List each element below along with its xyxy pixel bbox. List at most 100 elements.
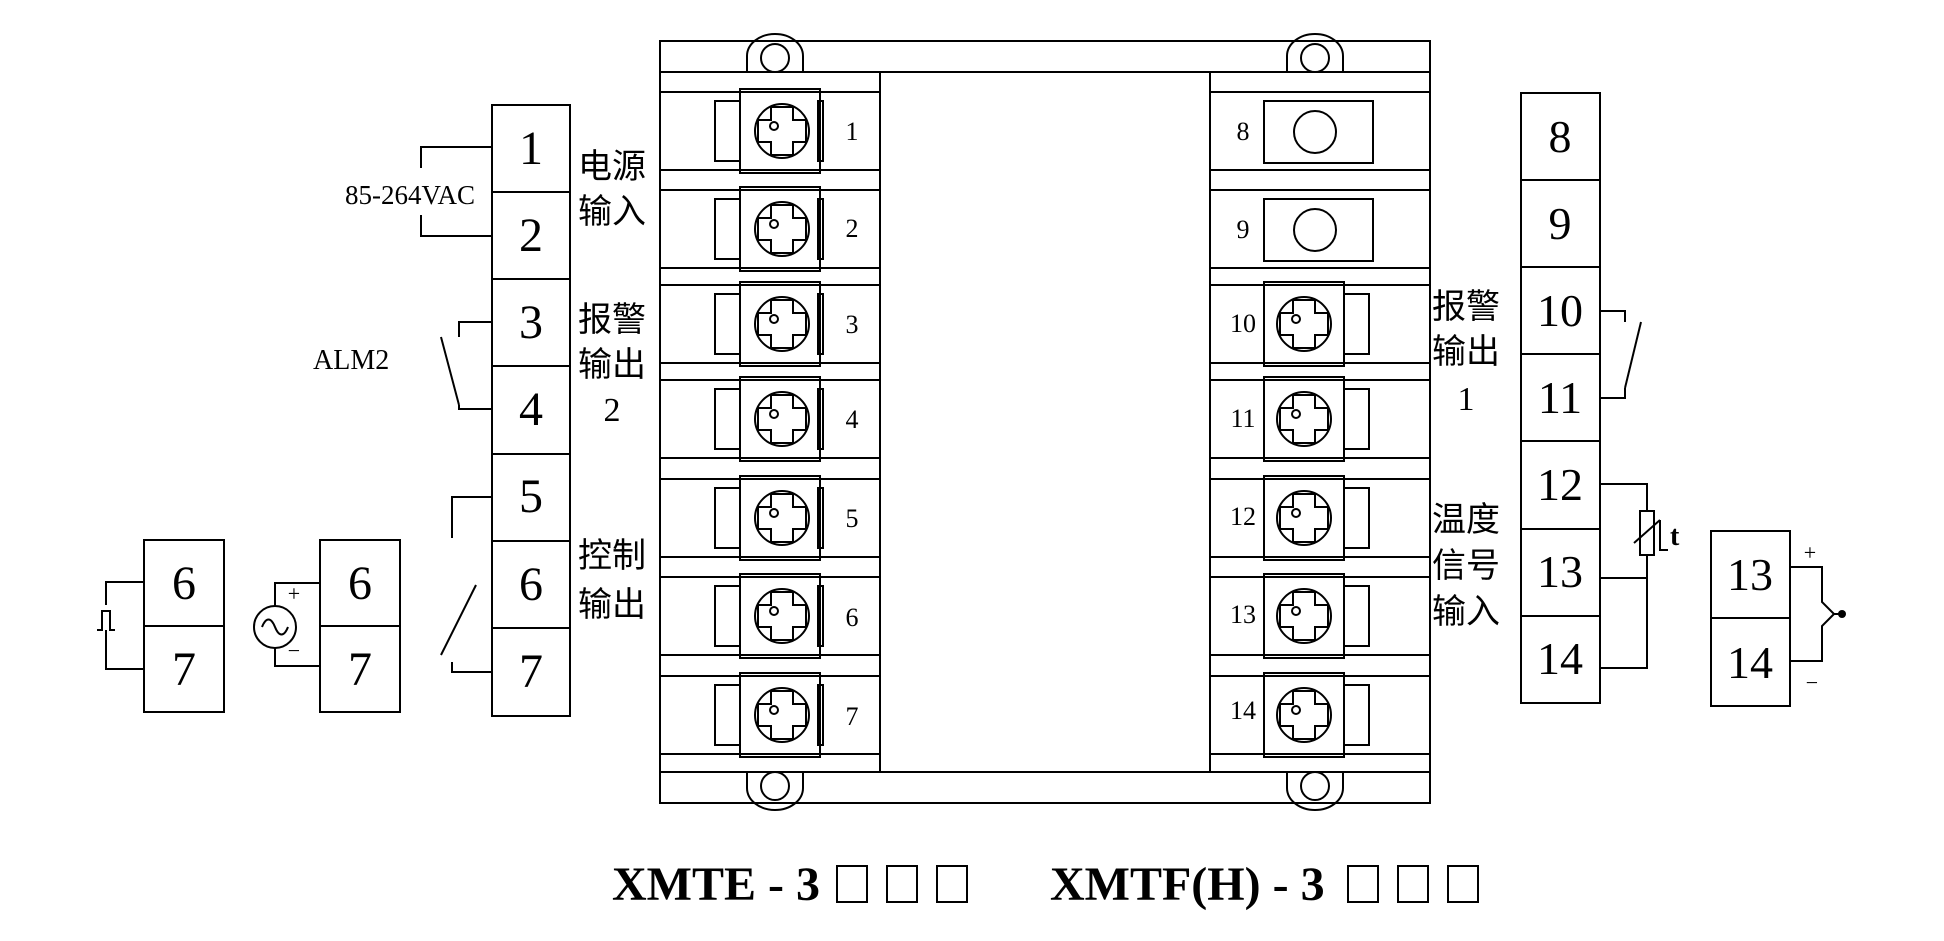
option-box [886, 865, 918, 903]
alarm1-output-line3: 1 [1458, 381, 1475, 418]
device-number-13: 13 [1230, 600, 1256, 629]
rtd-symbol: t [1670, 521, 1680, 552]
alarm2-switch-icon [440, 321, 492, 410]
thermocouple-plus-sign: + [1804, 540, 1816, 565]
screw-terminal [659, 475, 881, 561]
right-terminal-numbers: 8 9 10 11 12 13 14 [1537, 111, 1583, 684]
current-output-block [274, 539, 401, 713]
device-number-7: 7 [846, 702, 859, 731]
current-source-icon [253, 605, 297, 649]
temp-input-line3: 输入 [1432, 593, 1500, 631]
device-number-3: 3 [846, 310, 859, 339]
screw-head-icon [754, 490, 810, 546]
left-screw-terminals [659, 88, 881, 758]
screw-head-icon [1276, 391, 1332, 447]
control-output-line2: 输出 [578, 586, 646, 624]
thermocouple-block [1710, 530, 1842, 707]
power-input-line2: 输入 [578, 193, 646, 231]
current-terminal-6: 6 [348, 557, 372, 610]
right-terminal-12: 12 [1537, 459, 1583, 510]
alarm2-label: ALM2 [313, 345, 389, 376]
screw-head-icon [754, 588, 810, 644]
device-number-12: 12 [1230, 502, 1256, 531]
device-number-11: 11 [1230, 404, 1255, 433]
ssr-terminal-6: 6 [172, 557, 196, 610]
screw-head-icon [1276, 296, 1332, 352]
model-1-option-boxes [836, 865, 968, 903]
option-box [1447, 865, 1479, 903]
device-left-numbers: 1 2 3 4 5 6 7 [846, 117, 859, 731]
device-number-1: 1 [846, 117, 859, 146]
control-switch-icon [440, 496, 492, 673]
screw-terminal [1209, 672, 1431, 758]
left-terminal-3: 3 [519, 296, 543, 349]
screw-terminal [659, 186, 881, 272]
left-terminal-1: 1 [519, 122, 543, 175]
model-2-label: XMTF(H) - 3 [1050, 858, 1325, 911]
option-box [1397, 865, 1429, 903]
screw-terminal [659, 376, 881, 462]
screw-head-icon [754, 687, 810, 743]
device-number-8: 8 [1237, 117, 1250, 146]
ssr-output-block [105, 539, 225, 713]
left-terminal-strip [491, 104, 571, 717]
current-terminal-7: 7 [348, 643, 372, 696]
screw-terminal [1209, 475, 1431, 561]
ssr-terminal-7: 7 [172, 643, 196, 696]
left-terminal-4: 4 [519, 383, 543, 436]
alarm2-output-line3: 2 [604, 392, 621, 429]
left-terminal-7: 7 [519, 645, 543, 698]
option-box [836, 865, 868, 903]
screw-terminal [1209, 376, 1431, 462]
temp-input-line1: 温度 [1432, 501, 1500, 539]
thermocouple-terminal-14: 14 [1727, 637, 1773, 688]
left-terminal-5: 5 [519, 470, 543, 523]
screw-terminal [659, 88, 881, 174]
screw-head-icon [1276, 588, 1332, 644]
left-group-labels: 电源 输入 报警 输出 2 控制 输出 [578, 148, 646, 624]
screw-terminal [659, 573, 881, 659]
thermocouple-junction-icon [1838, 610, 1846, 618]
right-terminal-14: 14 [1537, 633, 1583, 684]
mounting-tab-icon [746, 33, 804, 72]
power-input-line1: 电源 [578, 148, 646, 186]
screw-head-icon [754, 201, 810, 257]
alarm1-switch-icon [1600, 310, 1642, 399]
screw-head-icon [754, 103, 810, 159]
right-terminal-8: 8 [1549, 111, 1572, 162]
device-number-2: 2 [846, 214, 859, 243]
model-1-label: XMTE - 3 [612, 858, 820, 911]
screw-terminal [1209, 573, 1431, 659]
thermocouple-terminal-numbers: 13 14 [1727, 549, 1773, 688]
current-terminal-numbers: 6 7 [348, 557, 372, 696]
device-number-10: 10 [1230, 309, 1256, 338]
screw-head-icon [1276, 490, 1332, 546]
alarm2-output-line2: 输出 [578, 346, 646, 384]
left-terminal-2: 2 [519, 209, 543, 262]
thermocouple-minus-sign: − [1806, 670, 1818, 695]
mounting-tab-icon [1286, 33, 1344, 72]
screw-head-icon [754, 296, 810, 352]
device-number-4: 4 [846, 405, 859, 434]
right-terminal-11: 11 [1538, 372, 1582, 423]
device-number-6: 6 [846, 603, 859, 632]
ssr-terminal-numbers: 6 7 [172, 557, 196, 696]
current-plus-sign: + [288, 581, 300, 606]
right-screw-terminals [1209, 91, 1431, 758]
screw-terminal [659, 672, 881, 758]
right-terminal-10: 10 [1537, 285, 1583, 336]
device-number-14: 14 [1230, 696, 1256, 725]
temp-input-line2: 信号 [1432, 547, 1500, 585]
right-terminal-9: 9 [1549, 198, 1572, 249]
supply-bracket [420, 146, 492, 237]
model-caption: XMTE - 3 XMTF(H) - 3 [612, 858, 1479, 911]
device-right-numbers: 8 9 10 11 12 13 14 [1230, 117, 1256, 725]
alarm2-output-line1: 报警 [578, 301, 646, 339]
option-box [1347, 865, 1379, 903]
right-group-labels: 报警 输出 1 温度 信号 输入 [1432, 288, 1500, 631]
supply-label: 85-264VAC [345, 180, 475, 210]
mounting-tab-icon [1286, 772, 1344, 811]
left-terminal-numbers: 1 2 3 4 5 6 7 [519, 122, 543, 698]
screw-terminal [1209, 91, 1431, 171]
mounting-tab-icon [746, 772, 804, 811]
